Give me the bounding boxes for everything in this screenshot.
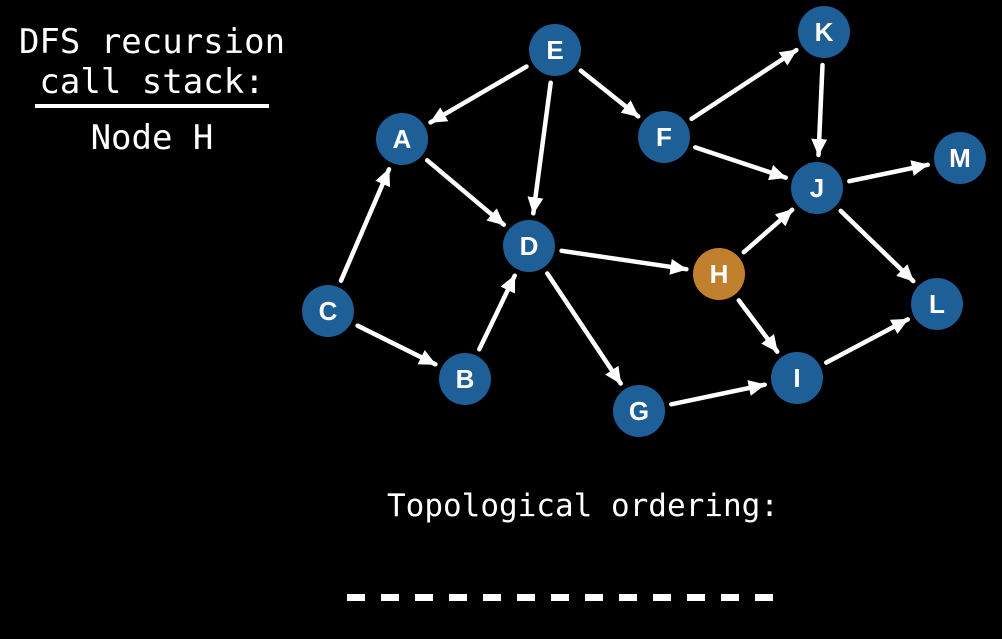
edge-J-M	[847, 160, 930, 184]
node-label-L: L	[929, 289, 945, 319]
node-label-B: B	[456, 364, 475, 394]
node-label-J: J	[810, 173, 824, 203]
node-label-E: E	[546, 35, 563, 65]
ordering-slot-dash	[721, 594, 739, 601]
node-G: G	[613, 385, 665, 437]
edge-G-I	[669, 380, 767, 407]
edge-E-A	[428, 64, 529, 125]
node-label-G: G	[629, 396, 649, 426]
node-C: C	[302, 285, 354, 337]
edge-F-J	[693, 145, 788, 181]
node-circle-A	[376, 113, 428, 165]
ordering-slot-dash	[653, 594, 671, 601]
node-J: J	[791, 162, 843, 214]
ordering-slot-dash	[517, 594, 535, 601]
node-circle-E	[529, 24, 581, 76]
ordering-slot-dash	[585, 594, 603, 601]
ordering-slots	[347, 594, 773, 601]
edge-D-G	[545, 271, 623, 386]
ordering-slot-dash	[619, 594, 637, 601]
node-label-D: D	[520, 231, 539, 261]
node-label-A: A	[393, 124, 412, 154]
node-circle-M	[934, 132, 986, 184]
ordering-slot-dash	[381, 594, 399, 601]
node-circle-L	[911, 278, 963, 330]
edge-K-J	[811, 62, 828, 158]
ordering-slot-dash	[483, 594, 501, 601]
edge-E-D	[527, 80, 553, 216]
node-label-M: M	[949, 143, 971, 173]
ordering-slot-dash	[687, 594, 705, 601]
node-circle-G	[613, 385, 665, 437]
ordering-slot-dash	[347, 594, 365, 601]
ordering-slot-dash	[755, 594, 773, 601]
node-circle-I	[771, 352, 823, 404]
edge-J-L	[838, 208, 916, 284]
node-B: B	[439, 353, 491, 405]
node-circle-J	[791, 162, 843, 214]
call-stack-title-line1: DFS recursion	[18, 22, 286, 62]
node-K: K	[798, 6, 850, 58]
node-label-H: H	[710, 259, 729, 289]
edge-E-F	[578, 68, 641, 119]
call-stack-title-line2: call stack:	[35, 62, 269, 108]
node-E: E	[529, 24, 581, 76]
edge-A-D	[424, 158, 507, 227]
node-I: I	[771, 352, 823, 404]
nodes-layer: A B C D E F G H I J K L M	[302, 6, 986, 437]
node-L: L	[911, 278, 963, 330]
topological-ordering-label: Topological ordering:	[387, 488, 779, 524]
edge-C-B	[355, 323, 438, 367]
ordering-slot-dash	[551, 594, 569, 601]
node-A: A	[376, 113, 428, 165]
edge-H-I	[736, 298, 780, 354]
node-label-I: I	[793, 363, 800, 393]
node-label-K: K	[815, 17, 834, 47]
node-circle-D	[503, 220, 555, 272]
node-H: H	[693, 248, 745, 300]
edge-C-A	[338, 167, 392, 283]
edge-F-K	[689, 47, 799, 122]
node-F: F	[638, 111, 690, 163]
call-stack-current-node: Node H	[90, 118, 214, 158]
edge-H-J	[741, 207, 795, 255]
node-circle-H	[693, 248, 745, 300]
call-stack-panel: DFS recursion call stack: Node H	[2, 22, 302, 158]
edge-B-D	[477, 273, 517, 352]
node-circle-K	[798, 6, 850, 58]
node-M: M	[934, 132, 986, 184]
edges-layer	[338, 47, 930, 407]
node-circle-B	[439, 353, 491, 405]
edge-D-H	[559, 248, 689, 275]
edge-I-L	[823, 317, 911, 365]
node-D: D	[503, 220, 555, 272]
node-label-C: C	[319, 296, 338, 326]
ordering-slot-dash	[449, 594, 467, 601]
node-circle-C	[302, 285, 354, 337]
node-circle-F	[638, 111, 690, 163]
node-label-F: F	[656, 122, 672, 152]
ordering-slot-dash	[415, 594, 433, 601]
